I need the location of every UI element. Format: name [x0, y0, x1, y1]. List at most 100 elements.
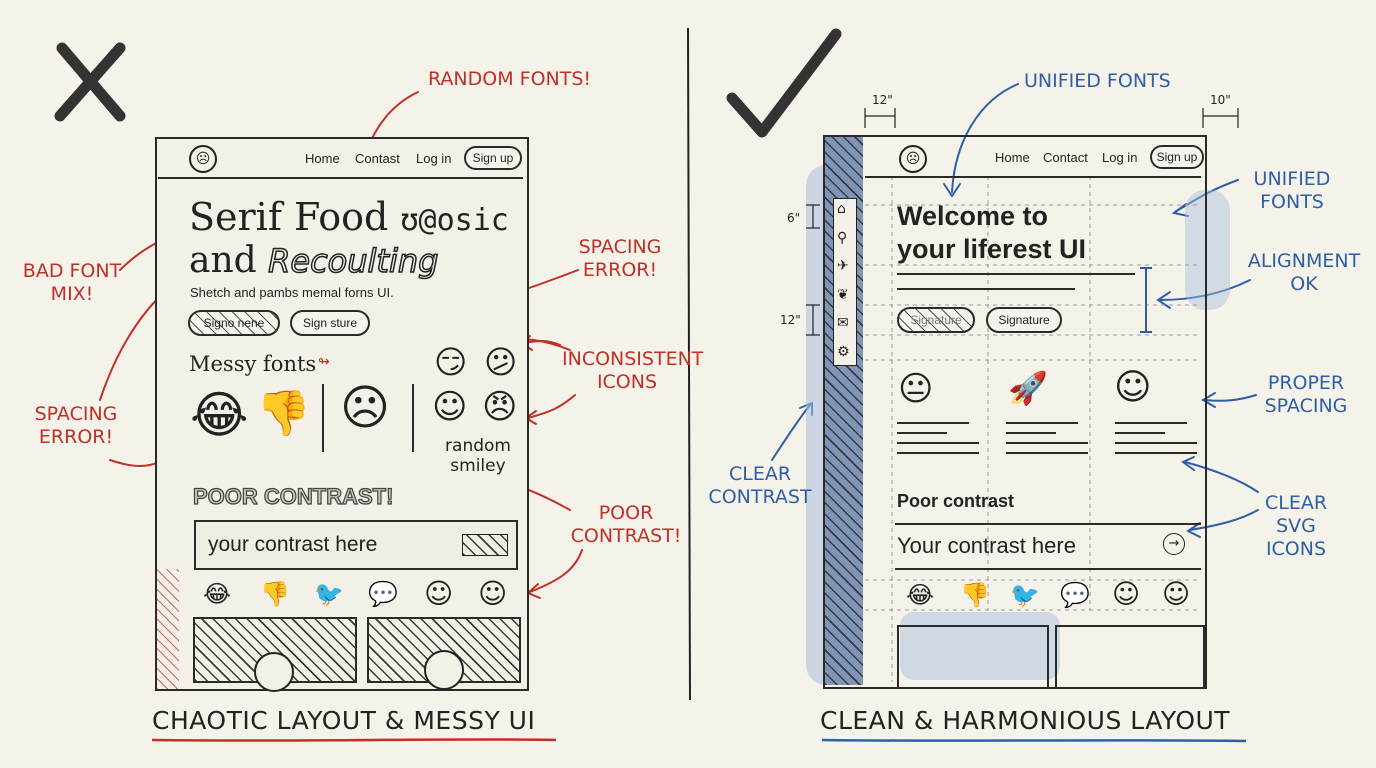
card3-line-1 [1115, 422, 1187, 424]
right-heading-line1: Welcome to [897, 201, 1049, 231]
left-button-1[interactable]: Signo nene [188, 310, 280, 336]
left-caption: CHAOTIC LAYOUT & MESSY UI [152, 706, 536, 735]
left-row-smile-icon: ☺ [424, 577, 454, 610]
card2-line-4 [1006, 452, 1088, 454]
rocket-icon[interactable]: ✈ [837, 258, 849, 274]
note-poor-contrast: POOR CONTRAST! [570, 502, 682, 547]
mail-icon[interactable]: ✉ [837, 315, 849, 331]
right-nav-login[interactable]: Log in [1102, 150, 1138, 165]
right-contrast-input[interactable]: Your contrast here → [895, 528, 1195, 564]
left-random-smiley-label: random smiley [445, 436, 511, 476]
check-mark-icon [726, 28, 842, 138]
messy-ui-frame [155, 137, 529, 691]
left-section-title: Messy fonts [189, 352, 317, 376]
left-avatar-icon: ☹ [189, 145, 217, 173]
right-nav-contact[interactable]: Contact [1043, 150, 1088, 165]
note-unified-fonts-side: UNIFIED FONTS [1253, 168, 1331, 213]
left-smile-icon: ☺ [432, 387, 468, 427]
left-card-face-2 [424, 650, 464, 690]
right-avatar-icon: ☹ [899, 145, 927, 173]
x-mark-icon [54, 42, 126, 122]
card2-line-2 [1006, 432, 1056, 434]
note-clear-svg-icons: CLEAR SVG ICONS [1264, 492, 1328, 560]
right-nav-home[interactable]: Home [995, 150, 1030, 165]
right-row-smile-icon: ☺ [1112, 579, 1141, 610]
left-row-thumbs-icon: 👎 [260, 580, 290, 608]
right-input-top [895, 523, 1201, 525]
note-clear-contrast: CLEAR CONTRAST [708, 463, 812, 508]
left-hero-line2: and Recoulting [189, 240, 439, 281]
dim-v2-label: 12" [780, 313, 801, 327]
left-input-submit[interactable] [462, 534, 508, 556]
right-nav-divider [865, 176, 1201, 178]
left-smirk-icon: 😏 [434, 343, 468, 381]
left-nav-home[interactable]: Home [305, 151, 340, 166]
right-text-line-2 [897, 288, 1075, 290]
home-icon[interactable]: ⌂ [837, 201, 846, 217]
leaf-icon[interactable]: ❦ [837, 287, 849, 303]
left-row-bird-icon: 🐦 [314, 580, 344, 608]
left-hero-line1: Serif Food ʊ@osic [189, 195, 509, 239]
card1-line-2 [897, 432, 947, 434]
right-row-bird-icon: 🐦 [1010, 581, 1040, 609]
right-row-laugh-icon: 😂 [906, 581, 935, 609]
left-worried-icon: 😕 [484, 343, 518, 381]
right-signup-button[interactable]: Sign up [1150, 145, 1204, 169]
right-face-icon: 😐 [898, 369, 934, 409]
user-icon[interactable]: ⚲ [837, 230, 848, 246]
right-input-bottom [895, 568, 1201, 570]
note-proper-spacing: PROPER SPACING [1264, 372, 1348, 417]
note-inconsistent-icons: INCONSISTENT ICONS [562, 348, 704, 393]
note-spacing-error-2: SPACING ERROR! [578, 236, 662, 281]
left-button-2[interactable]: Sign sture [290, 310, 370, 336]
right-row-chat-icon: 💬 [1060, 581, 1090, 609]
card2-line-1 [1006, 422, 1078, 424]
blue-wash-right [1185, 190, 1230, 310]
right-caption: CLEAN & HARMONIOUS LAYOUT [820, 706, 1231, 735]
note-bad-font-mix: BAD FONT MIX! [22, 260, 122, 305]
arrow-right-circle-icon[interactable]: → [1163, 533, 1185, 555]
right-button-2[interactable]: Signature [986, 307, 1062, 333]
left-row-smile2-icon: ☺ [478, 577, 508, 610]
card3-line-3 [1115, 442, 1197, 444]
left-card-face-1 [254, 652, 294, 692]
card1-line-3 [897, 442, 979, 444]
left-nav-divider [158, 177, 523, 179]
right-button-1[interactable]: Signature [897, 307, 975, 333]
left-signup-button[interactable]: Sign up [464, 146, 522, 170]
right-sidebar-icons [833, 198, 857, 366]
note-unified-fonts-top: UNIFIED FONTS [1024, 70, 1171, 92]
red-hatch-strip [157, 569, 179, 689]
right-contrast-input-text: Your contrast here [897, 533, 1076, 558]
card1-line-4 [897, 452, 979, 454]
note-random-fonts: RANDOM FONTS! [428, 68, 592, 90]
left-subtitle: Shetch and pambs memal forns UI. [190, 285, 394, 300]
left-divider-2 [412, 384, 414, 452]
dim-v1-label: 6" [787, 211, 801, 225]
left-thumbs-down-icon: 👎 [256, 388, 311, 439]
left-nav-contact[interactable]: Contast [355, 151, 400, 166]
left-contrast-input-text: your contrast here [208, 533, 378, 556]
left-divider-1 [322, 384, 324, 452]
right-row-smile2-icon: ☺ [1162, 579, 1191, 610]
blue-wash-bottom [900, 612, 1060, 680]
right-row-thumbs-icon: 👎 [960, 581, 990, 609]
dim-left-label: 12" [872, 93, 893, 107]
left-nav-login[interactable]: Log in [416, 151, 452, 166]
left-row-chat-icon: 💬 [368, 580, 398, 608]
right-card-1 [897, 625, 1049, 687]
right-smile-icon: ☺ [1114, 367, 1152, 408]
left-sad-face-icon: ☹ [340, 380, 391, 436]
right-section-title: Poor contrast [897, 491, 1015, 511]
left-contrast-input[interactable]: your contrast here [194, 520, 518, 570]
left-laughing-icon: 😂 [190, 386, 249, 444]
card2-line-3 [1006, 442, 1088, 444]
note-spacing-error-1: SPACING ERROR! [34, 403, 118, 448]
gear-icon[interactable]: ⚙ [837, 344, 850, 360]
card1-line-1 [897, 422, 969, 424]
right-card-2 [1055, 625, 1205, 687]
left-poor-contrast-title: POOR CONTRAST! [192, 483, 394, 509]
right-text-line-1 [897, 273, 1135, 275]
right-rocket-icon: 🚀 [1008, 369, 1048, 407]
